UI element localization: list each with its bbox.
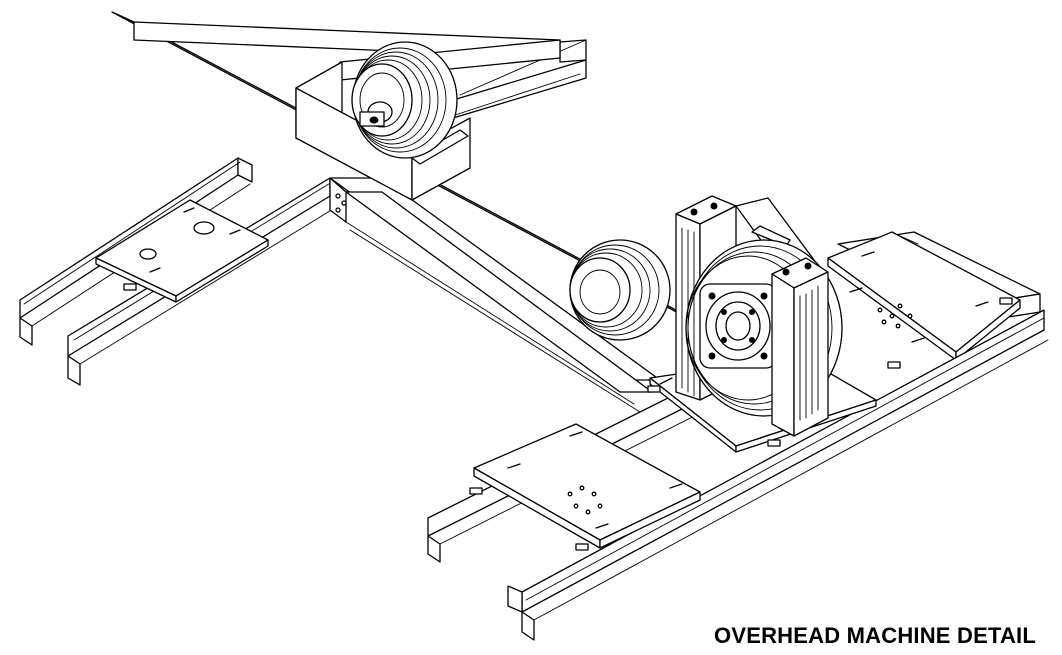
drawing-title: OVERHEAD MACHINE DETAIL bbox=[714, 623, 1036, 648]
rear-sheave bbox=[351, 41, 458, 159]
hoist-machine bbox=[675, 195, 843, 437]
mounting-clips bbox=[123, 283, 1013, 551]
left-bearing-plate bbox=[95, 199, 269, 303]
center-i-beam bbox=[329, 177, 661, 413]
channel-support-beam bbox=[295, 61, 471, 201]
front-bed-plate bbox=[473, 423, 701, 549]
front-sheave bbox=[569, 239, 671, 341]
